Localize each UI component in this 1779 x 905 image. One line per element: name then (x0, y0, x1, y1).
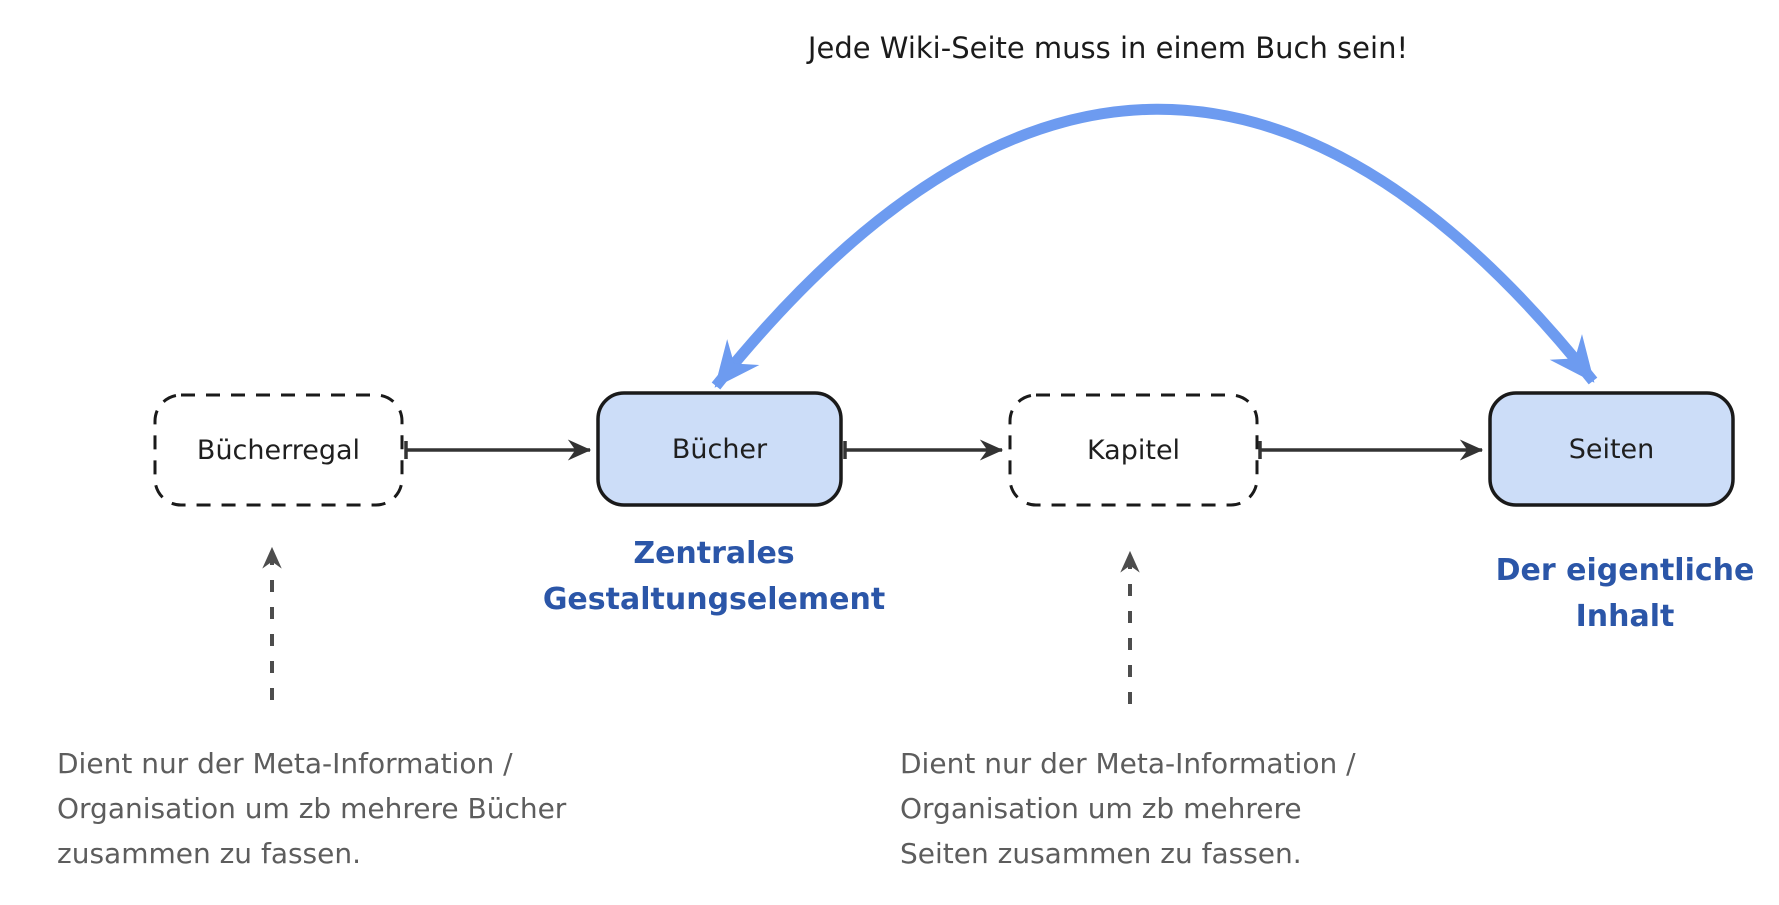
node-box-seiten (1488, 391, 1735, 507)
caption-seiten: Der eigentliche Inhalt (1496, 548, 1755, 640)
note-kapitel-line3: Seiten zusammen zu fassen. (900, 837, 1302, 870)
note-buecherregal: Dient nur der Meta-Information / Organis… (57, 741, 566, 876)
node-box-buecherregal (153, 393, 404, 507)
caption-seiten-line1: Der eigentliche (1495, 553, 1755, 588)
caption-buecher: Zentrales Gestaltungselement (543, 531, 885, 623)
node-box-kapitel (1008, 393, 1259, 507)
node-label-buecherregal: Bücherregal (196, 434, 361, 466)
node-label-seiten: Seiten (1568, 433, 1655, 465)
node-label-kapitel: Kapitel (1086, 434, 1181, 466)
node-label-buecher: Bücher (671, 433, 768, 465)
note-kapitel: Dient nur der Meta-Information / Organis… (900, 741, 1356, 876)
caption-seiten-line2: Inhalt (1575, 599, 1675, 634)
note-kapitel-line2: Organisation um zb mehrere (900, 792, 1302, 825)
diagram-title: Jede Wiki-Seite muss in einem Buch sein! (807, 31, 1409, 65)
caption-buecher-line1: Zentrales (633, 536, 795, 571)
caption-buecher-line2: Gestaltungselement (542, 582, 886, 617)
note-buecherregal-line2: Organisation um zb mehrere Bücher (57, 792, 567, 825)
note-buecherregal-line3: zusammen zu fassen. (57, 837, 362, 870)
blue-arc-arrow (711, 103, 1598, 390)
note-kapitel-line1: Dient nur der Meta-Information / (900, 747, 1356, 780)
node-box-buecher (596, 391, 843, 507)
note-buecherregal-line1: Dient nur der Meta-Information / (57, 747, 513, 780)
